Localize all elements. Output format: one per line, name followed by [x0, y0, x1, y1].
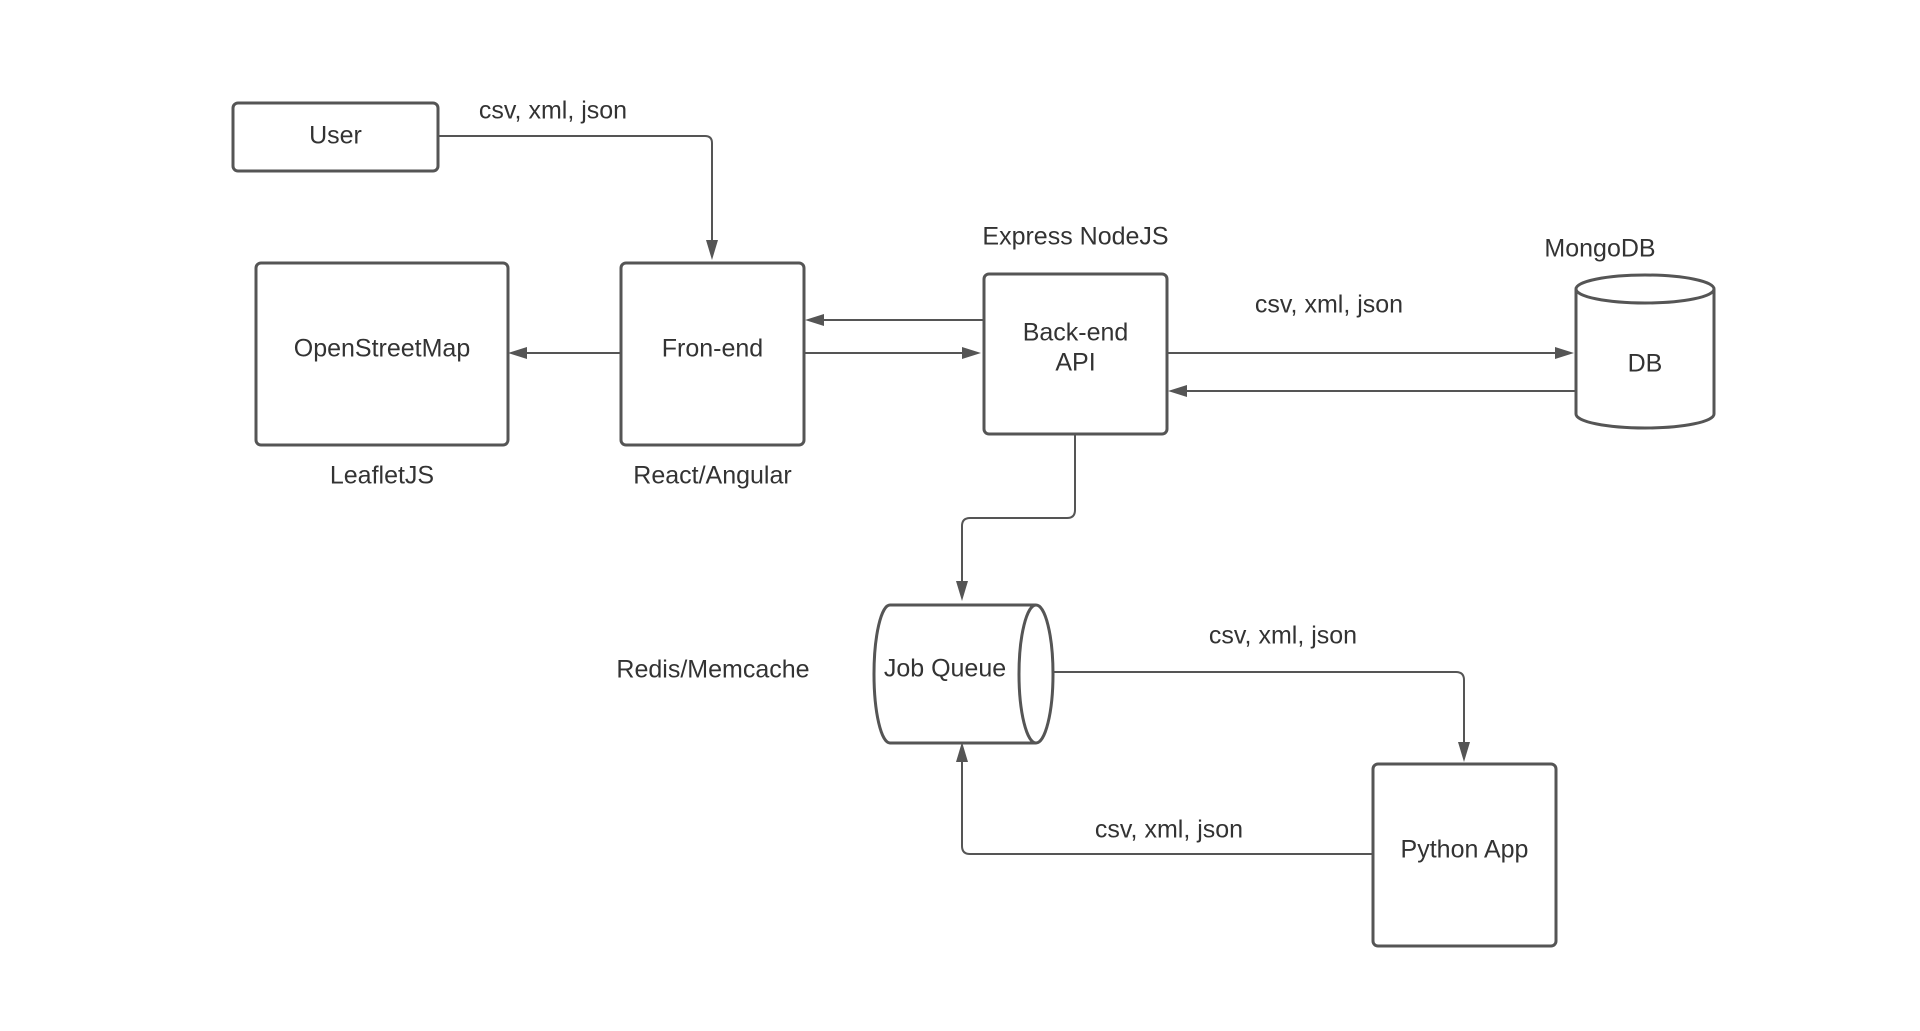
db-caption: MongoDB: [1544, 235, 1655, 263]
frontend-caption: React/Angular: [633, 462, 791, 490]
arrowhead-backend-right: [1168, 385, 1187, 397]
frontend-node: [619, 261, 806, 447]
openstreetmap-label: OpenStreetMap: [294, 335, 471, 363]
backend-label-line1: Back-end: [1023, 319, 1129, 347]
edge-user-to-frontend: [438, 135, 713, 240]
job-queue-label: Job Queue: [884, 655, 1006, 683]
arrowhead-db: [1555, 347, 1574, 359]
edge-label-user-to-frontend: csv, xml, json: [479, 97, 627, 125]
arrowhead-queue-top: [956, 581, 968, 601]
backend-label-line2: API: [1055, 349, 1095, 377]
job-queue-body: [872, 603, 1036, 745]
openstreetmap-caption: LeafletJS: [330, 462, 434, 490]
arrowhead-frontend-right: [805, 314, 824, 326]
arrowhead-frontend-top: [706, 240, 718, 260]
edge-python-to-queue: [961, 762, 1372, 855]
db-label: DB: [1628, 350, 1663, 378]
edge-label-queue-to-python: csv, xml, json: [1209, 622, 1357, 650]
edge-queue-to-python: [1054, 671, 1465, 742]
edge-label-backend-to-db: csv, xml, json: [1255, 291, 1403, 319]
python-app-label: Python App: [1401, 836, 1529, 864]
frontend-label: Fron-end: [662, 335, 763, 363]
edge-backend-to-queue: [961, 434, 1076, 581]
arrowhead-python-top: [1458, 742, 1470, 762]
user-node: [231, 101, 440, 173]
user-label: User: [309, 122, 362, 150]
python-app-node: [1371, 762, 1558, 948]
job-queue-end: [1017, 603, 1055, 745]
db-cylinder-top: [1574, 273, 1716, 305]
db-node: [1574, 273, 1716, 430]
job-queue-node: [872, 603, 1055, 745]
arrowhead-backend-left: [962, 347, 981, 359]
arrowhead-queue-bottom: [956, 742, 968, 762]
openstreetmap-node: [254, 261, 510, 447]
job-queue-caption: Redis/Memcache: [616, 656, 809, 684]
backend-caption: Express NodeJS: [982, 223, 1168, 251]
edge-label-python-to-queue: csv, xml, json: [1095, 816, 1243, 844]
backend-node: [982, 272, 1169, 436]
db-cylinder-body: [1574, 289, 1716, 430]
arrowhead-openstreetmap: [508, 347, 527, 359]
